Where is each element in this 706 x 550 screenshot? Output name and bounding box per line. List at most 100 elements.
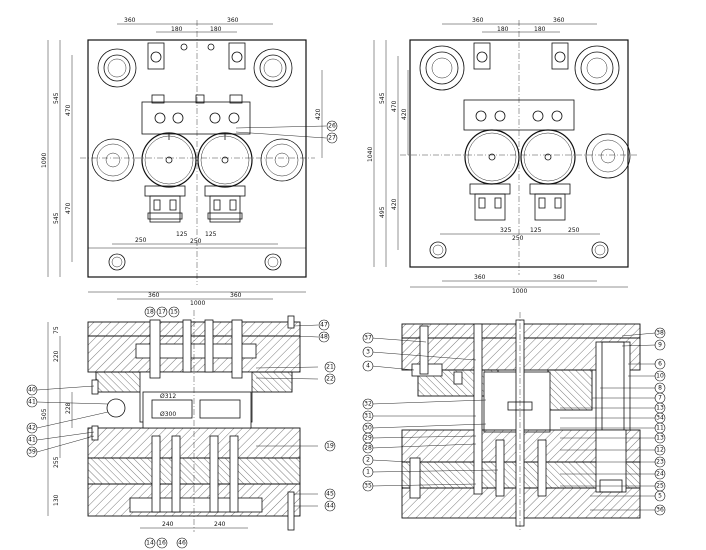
callout-9: 9	[658, 342, 662, 349]
callout-bubble	[362, 454, 374, 466]
callout-18: 18	[146, 309, 154, 316]
dim-bottom-7: 1000	[190, 300, 205, 307]
plan-view-right	[373, 20, 638, 288]
rotary-cylinder-left	[141, 132, 197, 188]
callout-13: 13	[656, 405, 664, 412]
callout-26: 26	[326, 120, 338, 132]
diameter-label-1: Ø312	[160, 393, 176, 400]
dim-left-6: 420	[391, 198, 398, 210]
dim-left-2: 220	[53, 350, 60, 362]
dim-left-3: 470	[391, 100, 398, 112]
callout-28: 28	[364, 445, 372, 452]
dim-bottom-5: 360	[148, 292, 160, 299]
callout-bubble	[324, 500, 336, 512]
dim-bottom-3: 125	[205, 231, 217, 238]
dim-left-2: 545	[53, 92, 60, 104]
dim-left-5: 495	[379, 206, 386, 218]
callout-bubble	[156, 306, 168, 318]
dim-top-3: 180	[497, 26, 509, 33]
callout-4: 4	[366, 363, 370, 370]
dim-top-2: 360	[553, 17, 565, 24]
callout-36: 36	[656, 507, 664, 514]
callout-23: 23	[656, 459, 664, 466]
section-right-callouts: 37 3 4 32 31 30 29 28 2 1 35 38 9 6 10 8…	[362, 327, 666, 516]
callout-37: 37	[364, 335, 372, 342]
svg-text:27: 27	[328, 135, 336, 142]
svg-text:26: 26	[328, 123, 336, 130]
dim-left-5: 470	[65, 202, 72, 214]
callout-21: 21	[326, 364, 334, 371]
callout-22: 22	[326, 376, 334, 383]
callout-41: 41	[28, 399, 36, 406]
dim-bottom-2: 125	[530, 227, 542, 234]
callout-2: 2	[366, 457, 370, 464]
callout-bubble	[144, 537, 156, 549]
dim-left-2: 545	[379, 92, 386, 104]
diameter-label-2: Ø300	[160, 411, 176, 418]
callout-bubble	[654, 327, 666, 339]
callout-38: 38	[656, 330, 664, 337]
callout-bubble	[654, 504, 666, 516]
callout-39: 39	[28, 449, 36, 456]
callout-25: 25	[656, 483, 664, 490]
callout-bubble	[654, 432, 666, 444]
callout-bubble	[654, 490, 666, 502]
guide-bushing-top-right	[253, 48, 293, 88]
dim-bottom-1: 250	[135, 237, 147, 244]
callout-45: 45	[326, 491, 334, 498]
dim-left-3: 470	[65, 104, 72, 116]
callout-bubble	[26, 422, 38, 434]
callout-30: 30	[364, 425, 372, 432]
dim-left-4: 545	[53, 212, 60, 224]
dim-top-4: 180	[210, 26, 222, 33]
dim-top-3: 180	[171, 26, 183, 33]
callout-bubble	[362, 466, 374, 478]
callout-15: 15	[170, 309, 178, 316]
callout-47: 47	[320, 322, 328, 329]
callout-bubble	[26, 446, 38, 458]
callout-bubble	[26, 384, 38, 396]
callout-10: 10	[656, 373, 664, 380]
callout-bubble	[362, 360, 374, 372]
dim-left-4: 228	[65, 402, 72, 414]
guide-bushing-top-left	[97, 48, 137, 88]
dim-bottom-7: 1000	[512, 288, 527, 295]
callout-bubble	[654, 444, 666, 456]
callout-bubble	[176, 537, 188, 549]
dim-left-1: 75	[53, 326, 60, 334]
callout-14: 14	[146, 540, 154, 547]
callout-bubble	[318, 319, 330, 331]
dim-right-1: 420	[315, 108, 322, 120]
dim-left-4: 420	[401, 108, 408, 120]
section-left-callouts: 18 17 15 47 48 21 22 19 45 44 40 41 42 4…	[26, 306, 336, 549]
dim-bottom-4: 250	[190, 238, 202, 245]
plan-right-dims: 360 360 180 180 325 125 250 250 360 360 …	[367, 17, 580, 295]
dim-left-6: 130	[53, 494, 60, 506]
dim-bottom-5: 360	[474, 274, 486, 281]
dim-top-1: 360	[124, 17, 136, 24]
callout-bubble	[654, 339, 666, 351]
callout-42: 42	[28, 425, 36, 432]
plan-left-callouts: 26 27	[235, 120, 338, 144]
dim-left-5: 255	[53, 456, 60, 468]
dim-bottom-2: 240	[214, 521, 226, 528]
dim-left-1: 1090	[41, 153, 48, 168]
callout-7: 7	[658, 395, 662, 402]
dim-bottom-6: 360	[553, 274, 565, 281]
plan-left-dims: 360 360 180 180 250 125 125 250 360 360 …	[41, 17, 322, 307]
dim-bottom-2: 125	[176, 231, 188, 238]
callout-bubble	[324, 373, 336, 385]
dim-left-1: 1040	[367, 147, 374, 162]
callout-24: 24	[656, 471, 664, 478]
callout-31: 31	[364, 413, 372, 420]
callout-bubble	[156, 537, 168, 549]
callout-12: 12	[656, 447, 664, 454]
callout-bubble	[654, 370, 666, 382]
callout-44: 44	[326, 503, 334, 510]
callout-11: 11	[656, 425, 664, 432]
plan-view-left	[47, 20, 323, 300]
callout-bubble	[654, 358, 666, 370]
dim-top-2: 360	[227, 17, 239, 24]
callout-bubble	[26, 396, 38, 408]
